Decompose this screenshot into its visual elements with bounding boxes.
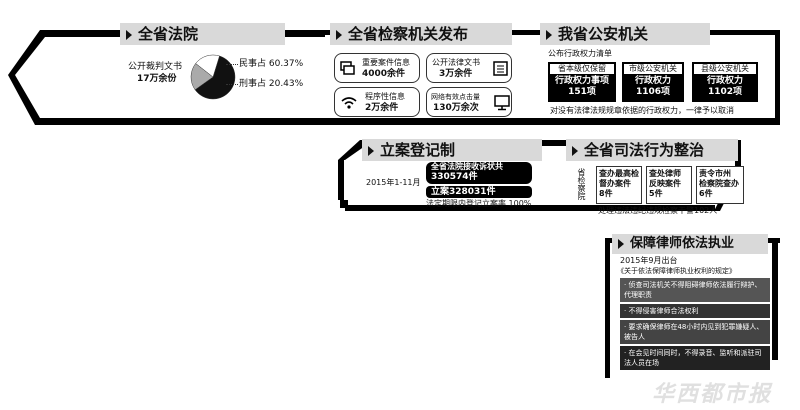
courts-title: 全省法院 [138, 25, 199, 43]
police-box-line2: 1102项 [707, 87, 743, 97]
proc-item-procedural: 程序性信息 2万余件 [334, 87, 420, 117]
judicial-title: 全省司法行为整治 [584, 141, 705, 159]
case-line1: 查处律师 [649, 169, 681, 178]
document-list-icon [493, 61, 508, 76]
registration-filed-label: 立案328031件 [431, 187, 496, 197]
police-box-level: 省本级仅保留 [549, 63, 615, 75]
judicial-case-box: 责令市州 检察院查办 6件 [696, 166, 744, 204]
lawyers-point: · 要求确保律师在48小时内见到犯罪嫌疑人、被告人 [620, 320, 770, 344]
chevron-right-icon [336, 29, 342, 40]
police-box-province: 省本级仅保留 行政权力事项 151项 [548, 62, 616, 102]
judicial-side-label: 省检察院 [577, 168, 586, 200]
pie-slice-other [195, 54, 220, 78]
judicial-case-box: 查办最高检 督办案件 8件 [596, 166, 642, 204]
proc-item-label: 网络有效点击量 [431, 93, 480, 101]
lawyers-point: · 侦查司法机关不得阻碍律师依法履行辩护、代理职责 [620, 278, 770, 302]
proc-item-value: 130万余次 [433, 103, 479, 113]
lawyers-point: · 在会见时间同时，不得录音、监听和派驻司法人员在场 [620, 346, 770, 370]
chevron-right-icon [572, 145, 578, 156]
proc-item-value: 4000余件 [362, 69, 406, 79]
proc-item-label: 重要案件信息 [362, 58, 410, 67]
courts-header: 全省法院 [120, 23, 285, 45]
proc-item-value: 3万余件 [439, 69, 473, 79]
civil-leader [226, 64, 238, 65]
criminal-leader [226, 84, 238, 85]
police-header: 我省公安机关 [540, 23, 710, 45]
chevron-right-icon [618, 238, 624, 249]
monitor-icon [494, 95, 510, 111]
proc-item-label: 程序性信息 [365, 92, 405, 101]
case-line3: 8件 [599, 189, 613, 198]
registration-received: 全省法院接收诉状共 330574件 [426, 162, 532, 184]
lawyers-date: 2015年9月出台 [620, 256, 678, 265]
police-box-county: 县级公安机关 行政权力 1102项 [692, 62, 758, 102]
judicial-case-box: 查处律师 反映案件 5件 [646, 166, 692, 204]
police-note: 对没有法律法规规章依据的行政权力，一律予以取消 [550, 106, 734, 115]
police-subtitle: 公布行政权力清单 [548, 49, 612, 58]
lawyers-regulation: 《关于依法保障律师执业权利的规定》 [617, 267, 736, 275]
registration-received-line1: 全省法院接收诉状共 [431, 162, 503, 171]
case-line3: 5件 [649, 189, 663, 198]
judicial-footer: 处理违法违纪违规检察干警102人 [598, 206, 718, 215]
case-line3: 6件 [699, 189, 713, 198]
police-box-level: 县级公安机关 [693, 63, 757, 75]
procuratorate-header: 全省检察机关发布 [330, 23, 512, 45]
case-line1: 责令市州 [699, 169, 731, 178]
newspaper-watermark: 华西都市报 [652, 381, 773, 407]
chevron-right-icon [546, 29, 552, 40]
police-box-level: 市级公安机关 [623, 63, 683, 75]
chevron-right-icon [368, 145, 374, 156]
registration-received-line2: 330574件 [431, 172, 478, 182]
pie-slice-civil [194, 55, 236, 100]
lawyers-title: 保障律师依法执业 [630, 236, 735, 251]
police-box-line1: 行政权力 [706, 76, 743, 86]
registration-title: 立案登记制 [380, 141, 456, 159]
courts-pie-chart [190, 54, 236, 100]
case-line1: 查办最高检 [599, 169, 639, 178]
police-box-line2: 151项 [568, 87, 596, 97]
lawyers-header: 保障律师依法执业 [612, 234, 768, 254]
proc-item-label: 公开法律文书 [432, 58, 480, 67]
case-line2: 检察院查办 [699, 179, 739, 188]
police-box-city: 市级公安机关 行政权力 1106项 [622, 62, 684, 102]
case-line2: 督办案件 [599, 179, 631, 188]
police-box-line1: 行政权力事项 [554, 76, 609, 86]
chevron-right-icon [126, 29, 132, 40]
police-title: 我省公安机关 [558, 25, 649, 43]
criminal-share-label: 刑事占 20.43% [239, 79, 304, 89]
police-box-line2: 1106项 [635, 87, 671, 97]
lawyers-points-list: · 侦查司法机关不得阻碍律师依法履行辩护、代理职责 · 不得侵害律师合法权利 ·… [620, 278, 770, 370]
registration-filed: 立案328031件 [426, 186, 532, 198]
procuratorate-title: 全省检察机关发布 [348, 25, 469, 43]
registration-rate: 法定期限内登记立案率 100% [426, 199, 532, 208]
judicial-header: 全省司法行为整治 [566, 139, 738, 161]
registration-period: 2015年1-11月 [366, 178, 421, 187]
folders-icon [340, 61, 355, 75]
courts-doc-count: 17万余份 [137, 74, 177, 84]
proc-item-case-info: 重要案件信息 4000余件 [334, 53, 420, 83]
wifi-icon [341, 97, 357, 109]
case-line2: 反映案件 [649, 179, 681, 188]
proc-item-legal-docs: 公开法律文书 3万余件 [426, 53, 512, 83]
proc-item-clicks: 网络有效点击量 130万余次 [426, 87, 512, 117]
lawyers-point: · 不得侵害律师合法权利 [620, 304, 770, 318]
civil-share-label: 民事占 60.37% [239, 59, 304, 69]
police-box-line1: 行政权力 [634, 76, 671, 86]
proc-item-value: 2万余件 [365, 103, 399, 113]
courts-doc-label: 公开裁判文书 [128, 62, 183, 72]
registration-header: 立案登记制 [362, 139, 542, 161]
